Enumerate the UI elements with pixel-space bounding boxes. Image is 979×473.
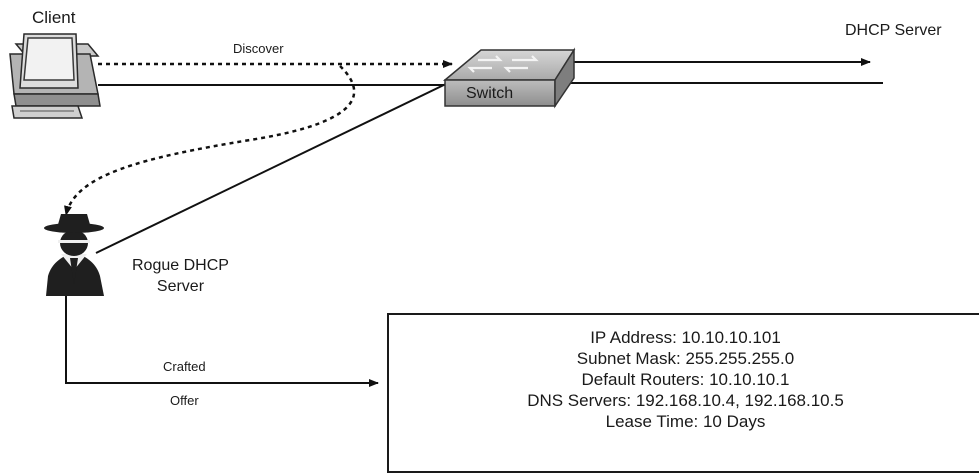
offer-lease-time: Lease Time: 10 Days — [605, 412, 766, 431]
offer-dns-servers: DNS Servers: 192.168.10.4, 192.168.10.5 — [527, 391, 844, 410]
rogue-label-line1: Rogue DHCP — [132, 257, 229, 274]
rogue-label-line2: Server — [156, 278, 205, 295]
offer-label: Offer — [170, 393, 199, 408]
offer-default-routers: Default Routers: 10.10.10.1 — [581, 370, 790, 389]
offer-ip-address: IP Address: 10.10.10.101 — [590, 328, 781, 347]
redirect-dotted-curve — [64, 65, 356, 216]
switch-rogue-link — [95, 81, 451, 254]
hacker-spy-icon — [44, 214, 104, 296]
discover-label: Discover — [233, 41, 284, 56]
switch-label: Switch — [466, 85, 514, 102]
dhcp-server-label: DHCP Server — [845, 22, 942, 39]
client-label: Client — [32, 8, 76, 27]
network-switch-icon — [442, 47, 576, 109]
rogue-server-label: Rogue DHCP Server — [132, 255, 229, 297]
crafted-offer-arrow — [65, 296, 379, 387]
offer-details-box: IP Address: 10.10.10.101 Subnet Mask: 25… — [387, 313, 979, 473]
offer-subnet-mask: Subnet Mask: 255.255.255.0 — [576, 349, 795, 368]
desktop-computer-icon — [9, 33, 101, 119]
crafted-label: Crafted — [163, 359, 206, 374]
network-diagram — [9, 33, 883, 387]
